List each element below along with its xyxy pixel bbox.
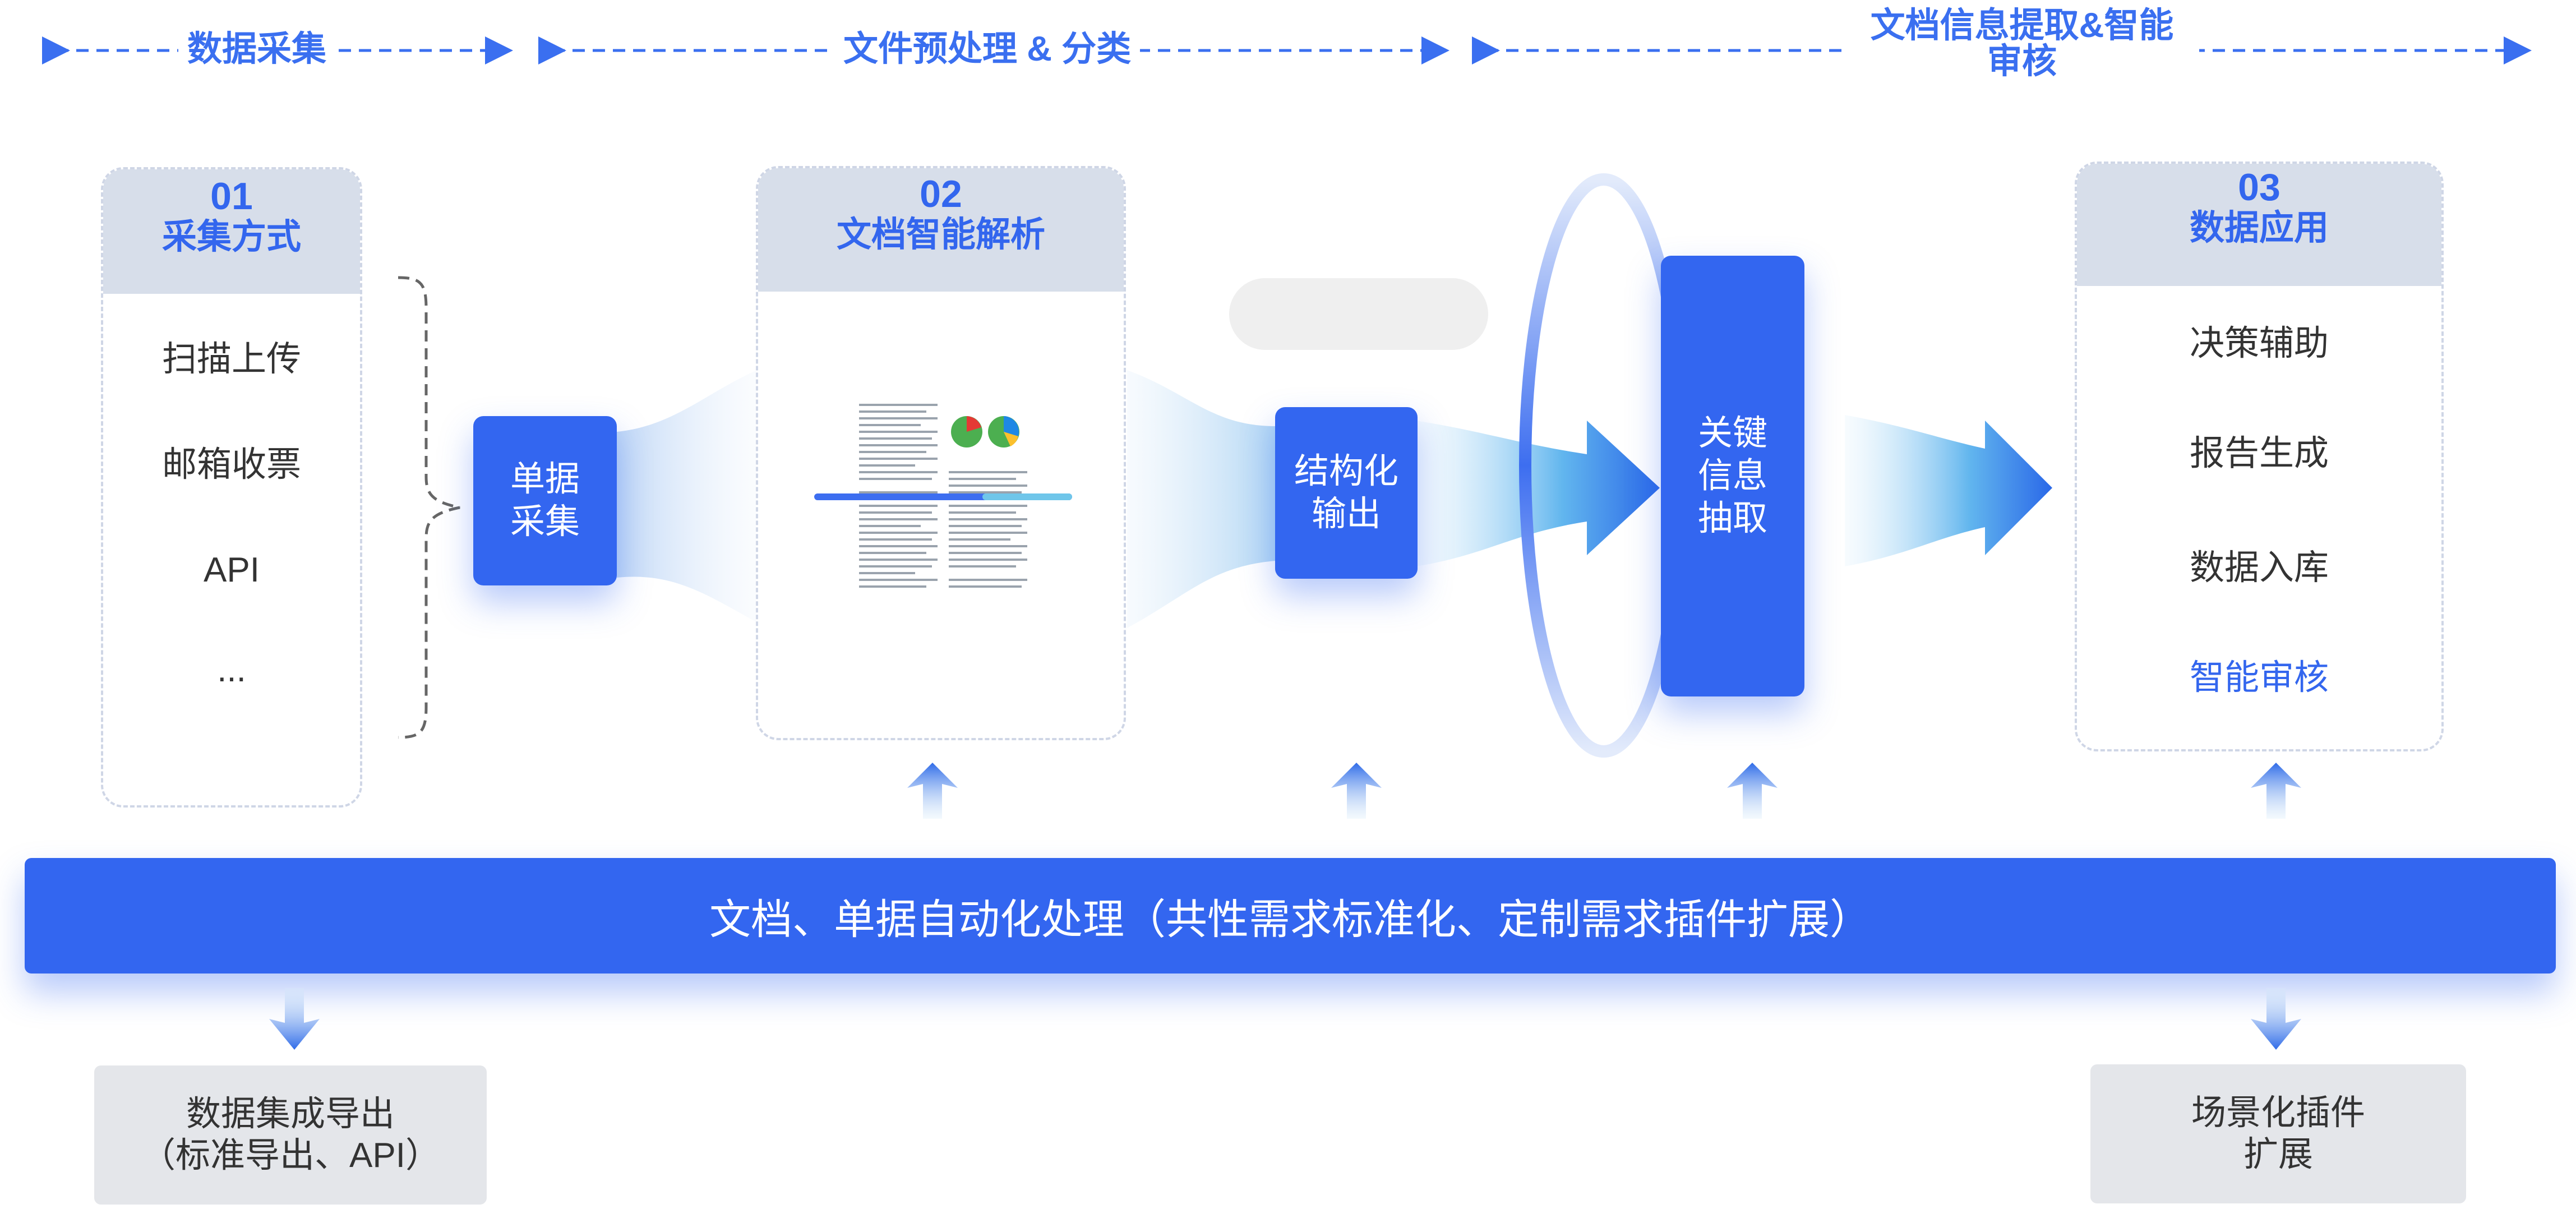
card-collect-num: 01 (210, 175, 253, 218)
structured-l2: 输出 (1311, 495, 1381, 533)
card-parse-head: 02 文档智能解析 (758, 168, 1124, 292)
single-collect-l2: 采集 (510, 502, 580, 541)
stage-title-extract: 文档信息提取&智能 审核 (1845, 8, 2199, 80)
card-data-apply: 03 数据应用 决策辅助 报告生成 数据入库 智能审核 (2075, 162, 2444, 751)
list-item-database: 数据入库 (2189, 548, 2329, 587)
key-info-l3: 抽取 (1697, 499, 1767, 538)
card-collect-head: 01 采集方式 (103, 169, 360, 294)
data-export-l2: （标准导出、API） (141, 1136, 440, 1175)
card-document-parse: 02 文档智能解析 (756, 166, 1126, 740)
structured-l1: 结构化 (1294, 452, 1398, 491)
stage-title-extract-line1: 文档信息提取&智能 (1870, 6, 2174, 45)
up-arrow-icon (907, 763, 958, 819)
brace-icon (398, 276, 460, 739)
key-info-l1: 关键 (1697, 414, 1767, 453)
stage-title-collect: 数据采集 (178, 31, 336, 67)
key-info-l2: 信息 (1697, 456, 1767, 495)
down-arrow-icon (2251, 988, 2301, 1050)
data-export-l1: 数据集成导出 (186, 1095, 395, 1133)
card-parse-title: 文档智能解析 (836, 215, 1045, 254)
list-item-email: 邮箱收票 (161, 445, 301, 484)
list-item-more: ... (217, 650, 246, 689)
single-collect-l1: 单据 (510, 460, 580, 499)
scenario-plugin-l2: 扩展 (2243, 1135, 2313, 1174)
card-collect-title: 采集方式 (161, 218, 301, 256)
scenario-plugin-l1: 场景化插件 (2191, 1094, 2365, 1132)
scenario-plugin-box: 场景化插件 扩展 (2090, 1064, 2466, 1203)
data-export-box: 数据集成导出 （标准导出、API） (94, 1065, 487, 1205)
key-info-extract-box: 关键 信息 抽取 (1661, 256, 1804, 696)
stage-title-extract-line2: 审核 (1987, 42, 2057, 81)
automation-banner: 文档、单据自动化处理（共性需求标准化、定制需求插件扩展） (25, 858, 2556, 974)
single-collect-box: 单据 采集 (473, 416, 617, 585)
up-arrow-icon (2251, 763, 2301, 819)
card-parse-num: 02 (920, 173, 962, 215)
banner-text: 文档、单据自动化处理（共性需求标准化、定制需求插件扩展） (709, 896, 1871, 943)
card-collect-methods: 01 采集方式 扫描上传 邮箱收票 API ... (101, 167, 362, 808)
list-item-decision: 决策辅助 (2189, 324, 2329, 363)
list-item-scan-upload: 扫描上传 (161, 340, 301, 379)
up-arrow-icon (1331, 763, 1382, 819)
down-arrow-icon (269, 988, 320, 1050)
card-apply-title: 数据应用 (2189, 209, 2329, 247)
stage-title-preprocess: 文件预处理 & 分类 (834, 31, 1141, 67)
up-arrow-icon (1727, 763, 1778, 819)
list-item-smart-audit: 智能审核 (2189, 658, 2329, 697)
list-item-report: 报告生成 (2189, 434, 2329, 473)
document-thumbnail-icon (814, 404, 1072, 588)
list-item-api: API (204, 551, 260, 589)
structured-output-box: 结构化 输出 (1275, 407, 1418, 579)
card-apply-head: 03 数据应用 (2077, 164, 2441, 286)
flow-arrow-icon (1416, 421, 1660, 566)
card-apply-num: 03 (2238, 166, 2280, 209)
